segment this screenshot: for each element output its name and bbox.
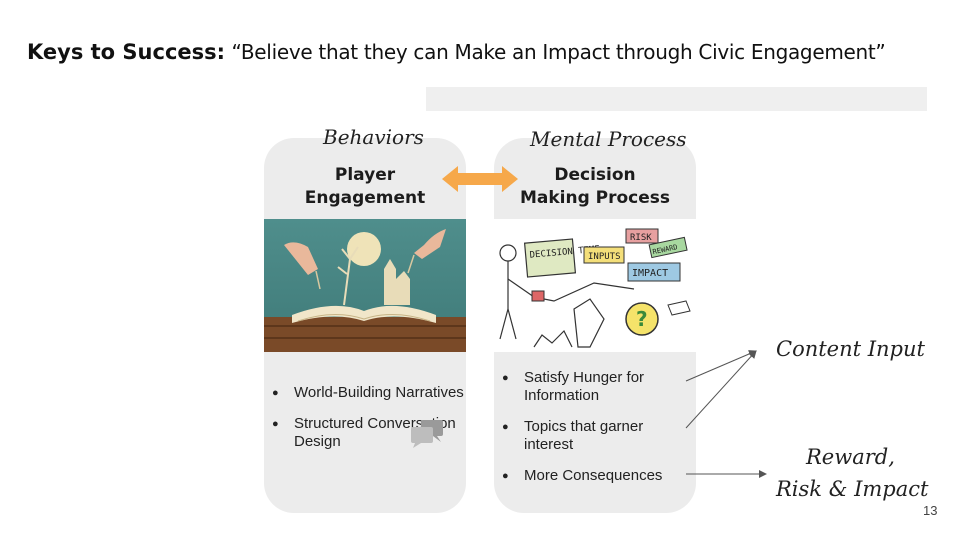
reward-label-line-2: Risk & Impact [776,477,929,501]
player-engagement-heading: Player Engagement [264,164,466,210]
risk-text: RISK [630,233,652,243]
list-item: Satisfy Hunger for Information [494,369,694,405]
heading-line-2: Making Process [519,188,671,208]
accent-bar [426,87,927,111]
behaviors-label: Behaviors [323,125,424,149]
title-bold: Keys to Success: [27,40,226,64]
title-quote: “Believe that they can Make an Impact th… [231,40,886,64]
storybook-image [264,219,466,352]
impact-text: IMPACT [632,268,668,279]
page-number: 13 [923,503,938,518]
list-item: World-Building Narratives [264,384,466,402]
heading-line-1: Decision [554,165,636,185]
decision-sketch-image: DECISION TIME INPUTS RISK REWARD IMPACT … [494,219,696,352]
heading-line-2: Engagement [304,188,426,208]
slide-title: Keys to Success: “Believe that they can … [27,38,886,65]
mental-process-bullet-list: Satisfy Hunger for Information Topics th… [494,369,694,498]
inputs-text: INPUTS [588,252,621,262]
content-input-label: Content Input [776,337,925,361]
question-mark-icon: ? [636,307,648,331]
list-item: Topics that garner interest [494,418,694,454]
mental-process-label: Mental Process [530,127,687,151]
chat-bubbles-icon [411,420,443,448]
heading-line-1: Player [334,165,396,185]
list-item: More Consequences [494,467,694,485]
double-arrow-icon [442,166,518,192]
decision-making-heading: Decision Making Process [494,164,696,210]
reward-label-line-1: Reward, [806,445,895,469]
